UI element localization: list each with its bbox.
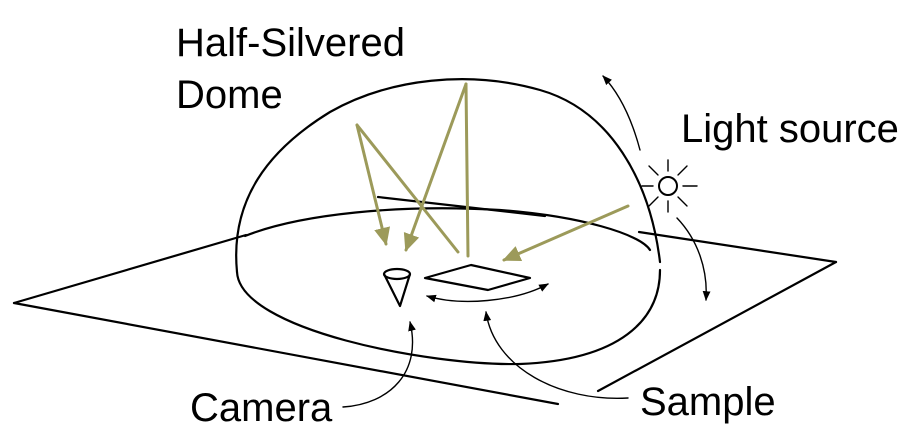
sample-label: Sample (640, 380, 776, 424)
camera-label: Camera (190, 386, 333, 430)
cone-camera-icon (382, 267, 412, 308)
light-ray-left-return (355, 123, 460, 254)
sample-leader-arrow (483, 311, 629, 399)
camera-leader-arrow (342, 321, 416, 408)
ground-plane (12, 195, 838, 406)
sun-icon (641, 159, 698, 213)
light-ray-incident (502, 204, 630, 262)
light-ray-reflected-up (464, 82, 470, 258)
sample-rotation-arrow (426, 283, 549, 303)
half-silvered-dome (235, 78, 662, 366)
light-ray-to-camera-2 (355, 123, 391, 246)
sample-plate (423, 263, 532, 292)
light-ray-to-camera-1 (403, 82, 468, 252)
dome-label-line2: Dome (176, 73, 283, 117)
light-source-path-upper (602, 75, 641, 151)
light-source-label: Light source (681, 107, 899, 151)
light-source-path-lower (676, 217, 711, 301)
light-rays (355, 82, 630, 262)
dome-label-line1: Half-Silvered (176, 21, 405, 65)
